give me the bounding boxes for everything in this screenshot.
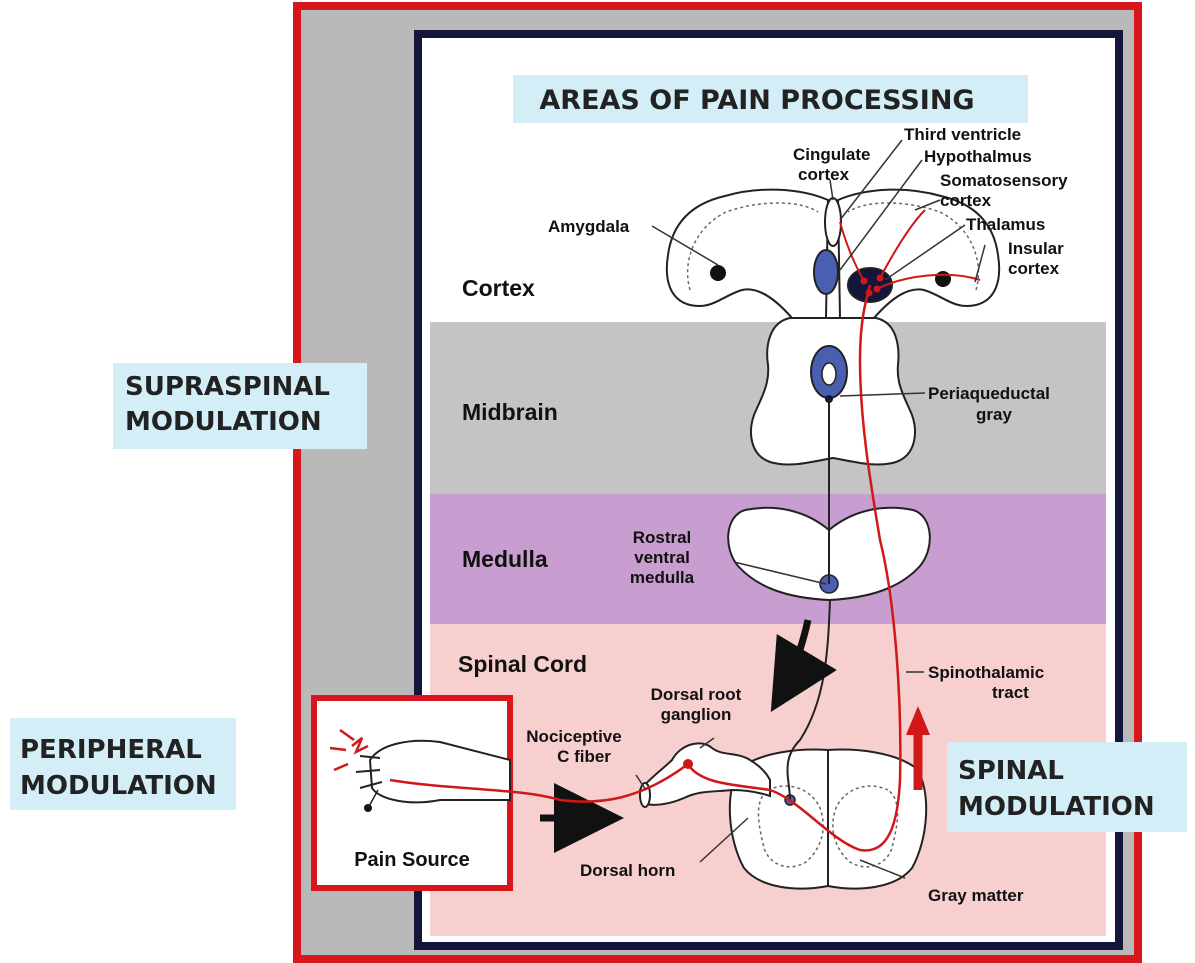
label-rostral-3: medulla [630, 568, 695, 587]
label-periaqueductal-2: gray [976, 405, 1012, 424]
region-medulla: Medulla [462, 546, 548, 572]
pain-source-label: Pain Source [354, 849, 470, 871]
label-dorsal-horn: Dorsal horn [580, 861, 675, 880]
label-nociceptive-1: Nociceptive [526, 727, 621, 746]
label-dorsal-root-1: Dorsal root [651, 685, 742, 704]
supraspinal-line-1: SUPRASPINAL [125, 372, 330, 402]
label-rostral-2: ventral [634, 548, 690, 567]
region-midbrain: Midbrain [462, 399, 558, 425]
label-periaqueductal-1: Periaqueductal [928, 384, 1050, 403]
label-cingulate-2: cortex [798, 165, 850, 184]
label-amygdala: Amygdala [548, 217, 630, 236]
label-dorsal-root-2: ganglion [661, 705, 732, 724]
label-gray-matter: Gray matter [928, 886, 1024, 905]
region-spinal-cord: Spinal Cord [458, 651, 587, 677]
spinal-line-1: SPINAL [958, 756, 1064, 786]
midbrain-section [751, 318, 915, 465]
label-hypothalmus: Hypothalmus [924, 147, 1032, 166]
label-thalamus: Thalamus [966, 215, 1045, 234]
label-cingulate-1: Cingulate [793, 145, 870, 164]
label-third-ventricle: Third ventricle [904, 125, 1021, 144]
spinal-line-2: MODULATION [958, 792, 1155, 822]
label-insular-2: cortex [1008, 259, 1060, 278]
label-rostral-1: Rostral [633, 528, 692, 547]
label-spinothalamic-2: tract [992, 683, 1029, 702]
supraspinal-line-2: MODULATION [125, 407, 322, 437]
label-somatosensory-1: Somatosensory [940, 171, 1068, 190]
peripheral-line-2: MODULATION [20, 771, 217, 801]
label-insular-1: Insular [1008, 239, 1064, 258]
label-nociceptive-2: C fiber [557, 747, 611, 766]
label-spinothalamic-1: Spinothalamic [928, 663, 1044, 682]
peripheral-line-1: PERIPHERAL [20, 735, 202, 765]
region-cortex: Cortex [462, 275, 535, 301]
label-somatosensory-2: cortex [940, 191, 992, 210]
title: AREAS OF PAIN PROCESSING [539, 85, 974, 116]
